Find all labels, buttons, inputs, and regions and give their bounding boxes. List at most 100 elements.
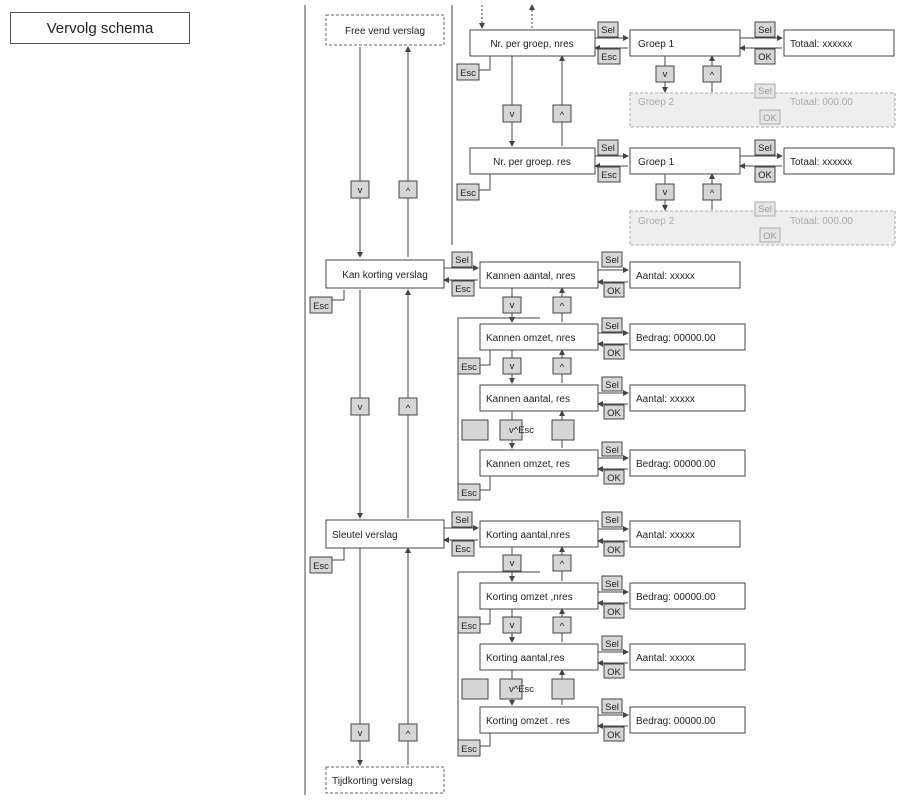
up-button[interactable]: ^ — [702, 65, 722, 83]
ok-button[interactable]: OK — [603, 282, 625, 298]
sel-button[interactable]: Sel — [601, 635, 623, 651]
sel-button[interactable]: Sel — [754, 139, 776, 156]
esc-button[interactable]: Esc — [457, 739, 481, 757]
sel-button[interactable]: Sel — [601, 575, 623, 591]
down-button[interactable]: v — [502, 616, 522, 634]
sel-button[interactable]: Sel — [601, 317, 623, 333]
korting-aantal-res-node[interactable]: Korting aantal,res — [479, 643, 599, 671]
down-up-esc-button[interactable]: v^Esc — [499, 678, 534, 700]
esc-button[interactable]: Esc — [451, 280, 475, 297]
korting-aantal-nres-node[interactable]: Korting aantal,nres — [479, 520, 599, 548]
svg-text:Esc: Esc — [313, 301, 329, 312]
down-button[interactable]: v — [350, 180, 370, 199]
down-button[interactable]: v — [350, 397, 370, 416]
groep-1-node[interactable]: Groep 1 — [629, 29, 741, 57]
ok-button[interactable]: OK — [603, 663, 625, 679]
sel-button[interactable]: Sel — [601, 251, 623, 268]
ok-button[interactable]: OK — [603, 469, 625, 485]
svg-text:Kannen omzet, res: Kannen omzet, res — [486, 459, 570, 470]
sel-button[interactable]: Sel — [601, 511, 623, 528]
esc-button[interactable]: Esc — [451, 540, 475, 557]
groep-1-node[interactable]: Groep 1 — [629, 147, 741, 175]
svg-text:Korting omzet ,nres: Korting omzet ,nres — [486, 592, 573, 603]
tijdkorting-report-node[interactable]: Tijdkorting verslag — [325, 766, 445, 794]
down-button[interactable]: v — [502, 104, 522, 123]
svg-text:OK: OK — [607, 545, 621, 556]
down-button[interactable]: v — [502, 357, 522, 375]
aantal-value: Aantal: xxxxx — [629, 520, 741, 548]
sel-button[interactable]: Sel — [601, 441, 623, 457]
svg-text:v: v — [358, 728, 363, 739]
korting-omzet-res-node[interactable]: Korting omzet . res — [479, 706, 599, 734]
sel-button[interactable]: Sel — [601, 376, 623, 392]
blank-button[interactable] — [551, 419, 575, 441]
svg-text:Sel: Sel — [758, 204, 772, 215]
kannen-aantal-res-node[interactable]: Kannen aantal, res — [479, 384, 599, 412]
sel-button[interactable]: Sel — [754, 21, 776, 38]
ok-button[interactable]: OK — [603, 541, 625, 557]
korting-omzet-nres-node[interactable]: Korting omzet ,nres — [479, 582, 599, 610]
up-button[interactable]: ^ — [552, 554, 572, 572]
up-button[interactable]: ^ — [398, 723, 418, 742]
blank-button[interactable] — [551, 678, 575, 700]
ok-button[interactable]: OK — [754, 166, 776, 183]
svg-text:Nr. per groep, nres: Nr. per groep, nres — [490, 39, 573, 50]
ok-button[interactable]: OK — [603, 726, 625, 742]
up-button[interactable]: ^ — [398, 180, 418, 199]
esc-button[interactable]: Esc — [597, 48, 621, 65]
down-up-esc-button[interactable]: v^Esc — [499, 419, 534, 441]
esc-button[interactable]: Esc — [457, 483, 481, 501]
svg-text:v^Esc: v^Esc — [509, 684, 534, 695]
ok-button[interactable]: OK — [603, 603, 625, 619]
up-button[interactable]: ^ — [398, 397, 418, 416]
sel-button[interactable]: Sel — [597, 139, 619, 156]
down-button[interactable]: v — [655, 183, 675, 201]
svg-text:Esc: Esc — [460, 68, 476, 79]
up-button[interactable]: ^ — [702, 183, 722, 201]
kannen-aantal-nres-node[interactable]: Kannen aantal, nres — [479, 261, 599, 289]
esc-button[interactable]: Esc — [456, 183, 480, 201]
kannen-omzet-res-node[interactable]: Kannen omzet, res — [479, 449, 599, 477]
up-button[interactable]: ^ — [552, 616, 572, 634]
nr-per-groep-nres-node[interactable]: Nr. per groep, nres — [469, 29, 596, 57]
down-button[interactable]: v — [350, 723, 370, 742]
nr-per-groep-res-node[interactable]: Nr. per groep. res — [469, 147, 596, 175]
sel-button[interactable]: Sel — [451, 511, 473, 528]
esc-button[interactable]: Esc — [309, 556, 333, 574]
esc-button[interactable]: Esc — [309, 296, 333, 314]
sleutel-report-node[interactable]: Sleutel verslag — [325, 519, 445, 549]
free-vend-report-node[interactable]: Free vend verslag — [325, 14, 445, 46]
sel-button[interactable]: Sel — [451, 251, 473, 268]
svg-text:Groep 1: Groep 1 — [638, 157, 675, 168]
up-button[interactable]: ^ — [552, 104, 572, 123]
down-button[interactable]: v — [655, 65, 675, 83]
kannen-omzet-nres-node[interactable]: Kannen omzet, nres — [479, 323, 599, 351]
esc-button[interactable]: Esc — [457, 357, 481, 375]
ok-button[interactable]: OK — [754, 48, 776, 65]
esc-button[interactable]: Esc — [456, 63, 480, 81]
esc-button[interactable]: Esc — [597, 166, 621, 183]
svg-text:Groep 2: Groep 2 — [638, 97, 675, 108]
down-button[interactable]: v — [502, 554, 522, 572]
down-button[interactable]: v — [502, 296, 522, 314]
svg-text:Sel: Sel — [605, 515, 619, 526]
svg-text:Totaal: xxxxxx: Totaal: xxxxxx — [790, 157, 852, 168]
svg-text:Esc: Esc — [461, 362, 477, 373]
blank-button[interactable] — [461, 419, 489, 441]
esc-button[interactable]: Esc — [457, 616, 481, 634]
svg-text:v: v — [663, 69, 668, 80]
tijdkorting-report-label: Tijdkorting verslag — [332, 776, 413, 787]
kan-korting-report-node[interactable]: Kan korting verslag — [325, 259, 445, 289]
up-button[interactable]: ^ — [552, 296, 572, 314]
svg-text:Sel: Sel — [601, 143, 615, 154]
sel-button[interactable]: Sel — [597, 21, 619, 38]
svg-text:Aantal: xxxxx: Aantal: xxxxx — [636, 653, 695, 664]
sel-button[interactable]: Sel — [601, 698, 623, 714]
ok-button[interactable]: OK — [603, 344, 625, 360]
bedrag-value: Bedrag: 00000.00 — [629, 706, 746, 734]
blank-button[interactable] — [461, 678, 489, 700]
up-button[interactable]: ^ — [552, 357, 572, 375]
ok-button[interactable]: OK — [603, 404, 625, 420]
svg-text:Sel: Sel — [605, 380, 619, 391]
svg-text:Aantal: xxxxx: Aantal: xxxxx — [636, 530, 695, 541]
